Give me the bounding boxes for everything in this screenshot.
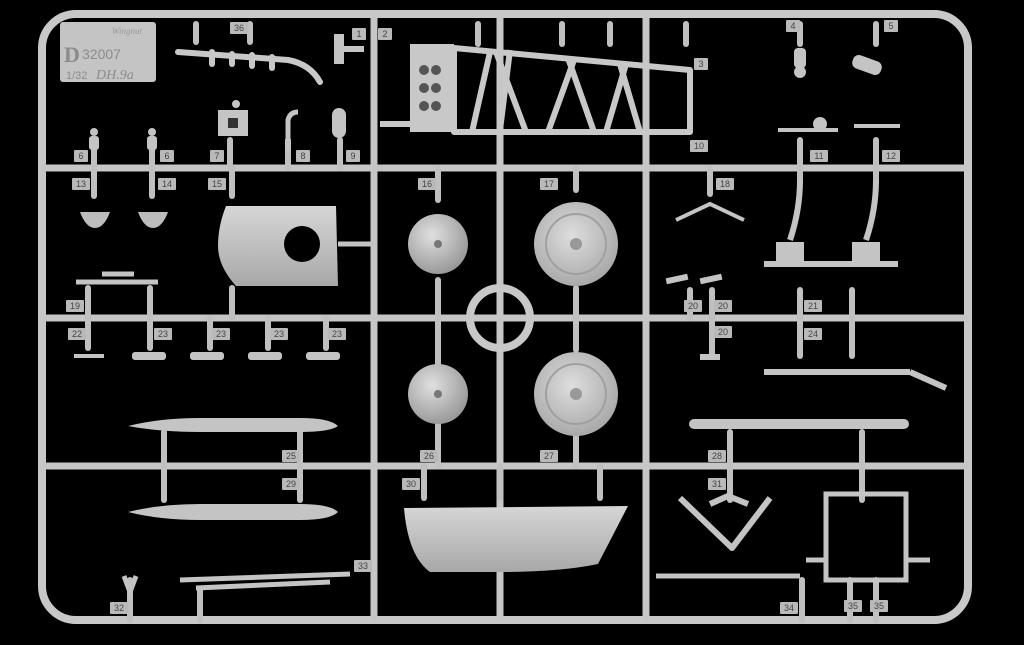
part-19 xyxy=(76,271,158,285)
part-13 xyxy=(80,212,110,228)
part-label: 23 xyxy=(154,328,172,340)
part-label: 9 xyxy=(346,150,360,162)
part-29-spar xyxy=(128,504,338,520)
part-35 xyxy=(806,491,930,583)
part-label: 15 xyxy=(208,178,226,190)
part-label: 23 xyxy=(270,328,288,340)
part-31 xyxy=(677,493,773,551)
part-33 xyxy=(179,571,351,591)
part-label: 4 xyxy=(786,20,800,32)
part-label: 12 xyxy=(882,150,900,162)
part-6-left xyxy=(89,128,99,150)
part-15-panel xyxy=(218,206,338,286)
part-label: 21 xyxy=(804,300,822,312)
part-label: 28 xyxy=(708,450,726,462)
part-21-feet xyxy=(776,242,880,262)
part-label: 19 xyxy=(66,300,84,312)
part-exhaust-pipe xyxy=(175,49,323,85)
horizontal-runners xyxy=(42,164,968,470)
part-label: 36 xyxy=(230,22,248,34)
part-4 xyxy=(794,48,806,78)
part-24 xyxy=(764,369,948,391)
part-label: 34 xyxy=(780,602,798,614)
part-label: 10 xyxy=(690,140,708,152)
part-label: 11 xyxy=(810,150,828,162)
part-label: 16 xyxy=(418,178,436,190)
part-23-set xyxy=(132,352,340,360)
part-label: 22 xyxy=(68,328,86,340)
part-8 xyxy=(285,109,299,150)
part-label: 20 xyxy=(714,326,732,338)
part-label: 31 xyxy=(708,478,726,490)
part-label: 29 xyxy=(282,478,300,490)
part-label: 20 xyxy=(684,300,702,312)
sprue-letter: D xyxy=(64,42,80,67)
part-7 xyxy=(218,100,248,136)
gates xyxy=(85,21,879,623)
part-11 xyxy=(778,117,838,132)
part-label: 20 xyxy=(714,300,732,312)
part-label: 1 xyxy=(352,28,366,40)
part-14 xyxy=(138,212,168,228)
part-label: 23 xyxy=(328,328,346,340)
part-label: 26 xyxy=(420,450,438,462)
kit-model: DH.9a xyxy=(96,68,134,83)
part-label: 2 xyxy=(378,28,392,40)
part-label: 7 xyxy=(210,150,224,162)
part-label: 27 xyxy=(540,450,558,462)
part-label: 3 xyxy=(694,58,708,70)
part-label: 30 xyxy=(402,478,420,490)
part-9 xyxy=(332,108,346,138)
part-label: 32 xyxy=(110,602,128,614)
part-fuselage-frame xyxy=(380,44,693,135)
part-6-right xyxy=(147,128,157,150)
part-17-wheel xyxy=(534,202,618,286)
part-label: 6 xyxy=(74,150,88,162)
part-27-wheel xyxy=(534,352,618,436)
part-label: 13 xyxy=(72,178,90,190)
part-label: 5 xyxy=(884,20,898,32)
part-21-struts xyxy=(764,179,898,267)
part-30-panel xyxy=(404,506,628,572)
brand-logo: Wingnut xyxy=(112,26,143,36)
part-label: 14 xyxy=(158,178,176,190)
part-label: 35 xyxy=(870,600,888,612)
part-label: 8 xyxy=(296,150,310,162)
part-label: 25 xyxy=(282,450,300,462)
central-ring xyxy=(466,284,534,352)
kit-brand-tab: Wingnut D 32007 1/32 DH.9a xyxy=(60,22,156,83)
part-18 xyxy=(675,201,745,222)
part-5 xyxy=(852,54,882,76)
part-25-spar xyxy=(128,418,338,432)
part-16-cone xyxy=(408,214,468,274)
part-label: 18 xyxy=(716,178,734,190)
part-label: 17 xyxy=(540,178,558,190)
kit-code: 32007 xyxy=(82,46,121,62)
part-1 xyxy=(334,34,364,64)
part-label: 24 xyxy=(804,328,822,340)
kit-scale: 1/32 xyxy=(66,70,88,82)
part-label: 23 xyxy=(212,328,230,340)
part-26-cone xyxy=(408,364,468,424)
part-label: 35 xyxy=(844,600,862,612)
part-32 xyxy=(121,575,139,600)
part-20-small xyxy=(665,273,723,360)
part-label: 33 xyxy=(354,560,372,572)
part-label: 6 xyxy=(160,150,174,162)
